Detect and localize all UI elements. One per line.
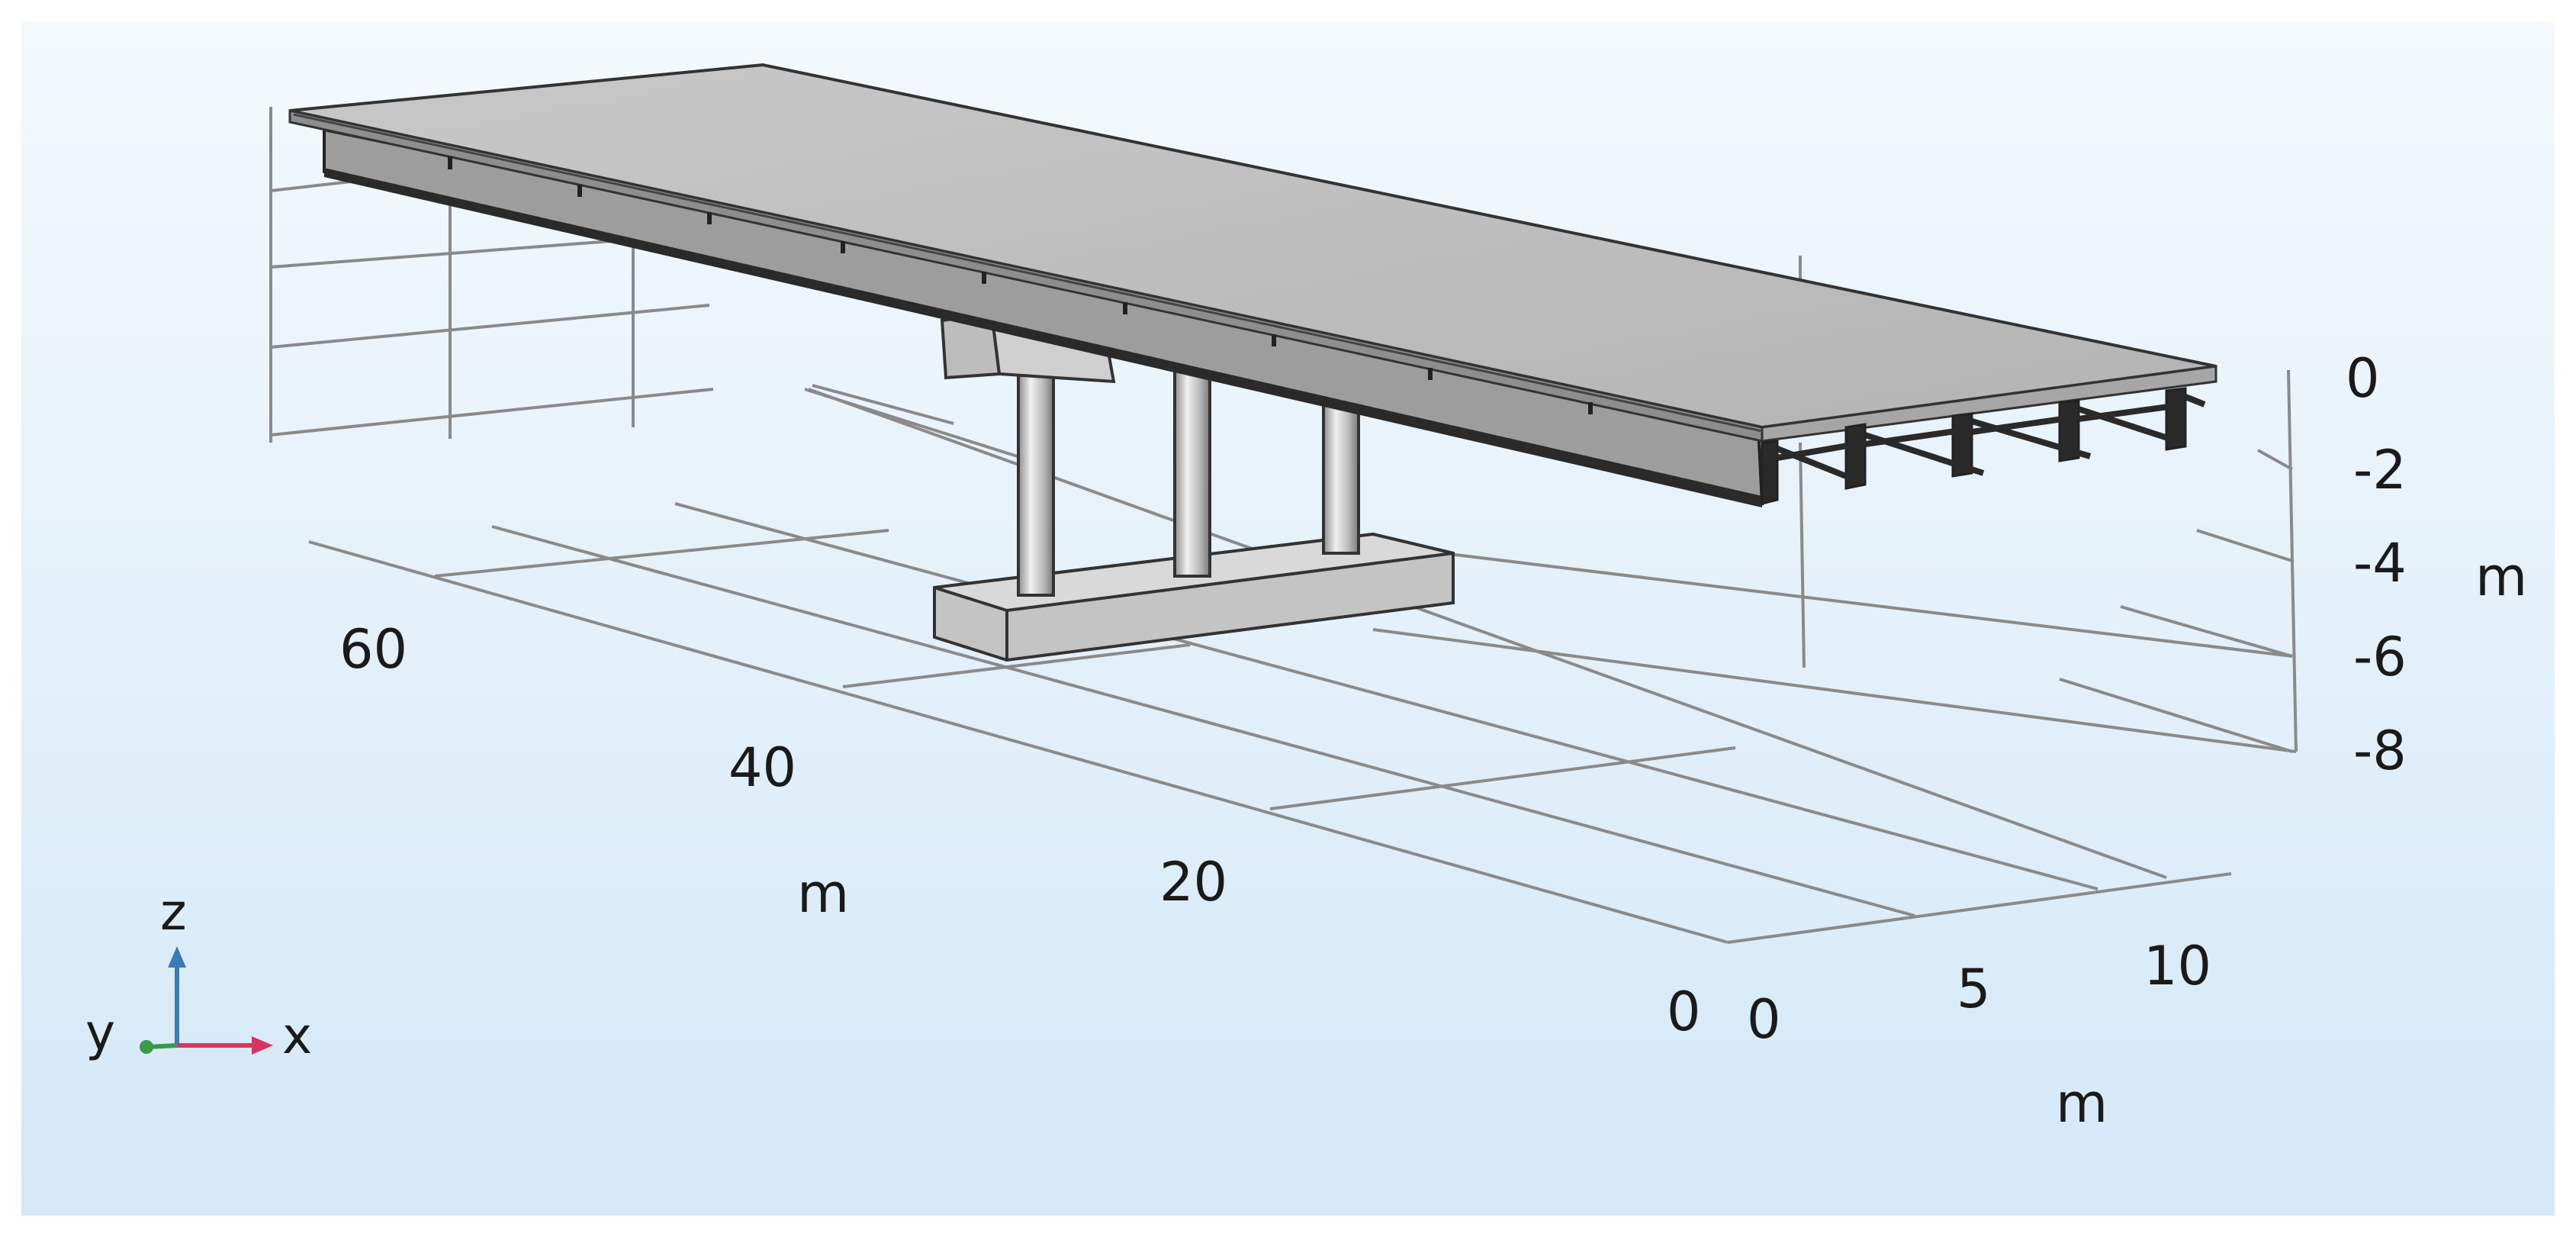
x-tick-0: 0: [1747, 988, 1781, 1051]
axis-triad: z x y: [85, 883, 312, 1065]
y-tick-60: 60: [339, 618, 407, 681]
triad-z-label: z: [160, 883, 187, 942]
triad-x-arrow: [252, 1036, 273, 1055]
triad-y-axis: [148, 1043, 178, 1049]
grid: [269, 107, 2298, 944]
column-2: [1173, 357, 1211, 578]
z-tick-neg4: -4: [2353, 532, 2407, 594]
y-tick-0: 0: [1667, 981, 1701, 1043]
x-tick-5: 5: [1957, 958, 1991, 1020]
z-tick-neg6: -6: [2353, 626, 2407, 688]
column-3: [1322, 391, 1360, 555]
z-tick-neg8: -8: [2353, 720, 2407, 782]
z-axis-labels: 0 -2 -4 -6 -8 m: [2346, 347, 2527, 782]
column-1: [1017, 365, 1055, 597]
x-axis-unit: m: [2056, 1072, 2108, 1135]
y-axis-labels: 60 40 20 0 m: [339, 618, 1701, 1043]
y-axis-unit: m: [797, 862, 849, 925]
triad-x-label: x: [282, 1006, 312, 1065]
z-axis-unit: m: [2475, 546, 2527, 608]
pier: [933, 311, 1455, 662]
triad-y-label: y: [85, 1003, 115, 1062]
y-tick-40: 40: [728, 736, 796, 799]
x-tick-10: 10: [2143, 935, 2211, 997]
triad-z-arrow: [168, 946, 186, 968]
x-axis-labels: 0 5 10 m: [1747, 935, 2211, 1135]
triad-y-arrow: [140, 1040, 153, 1054]
z-tick-neg2: -2: [2353, 439, 2407, 501]
bridge-deck: [288, 63, 2217, 507]
z-tick-0: 0: [2346, 347, 2380, 410]
y-tick-20: 20: [1159, 851, 1227, 913]
